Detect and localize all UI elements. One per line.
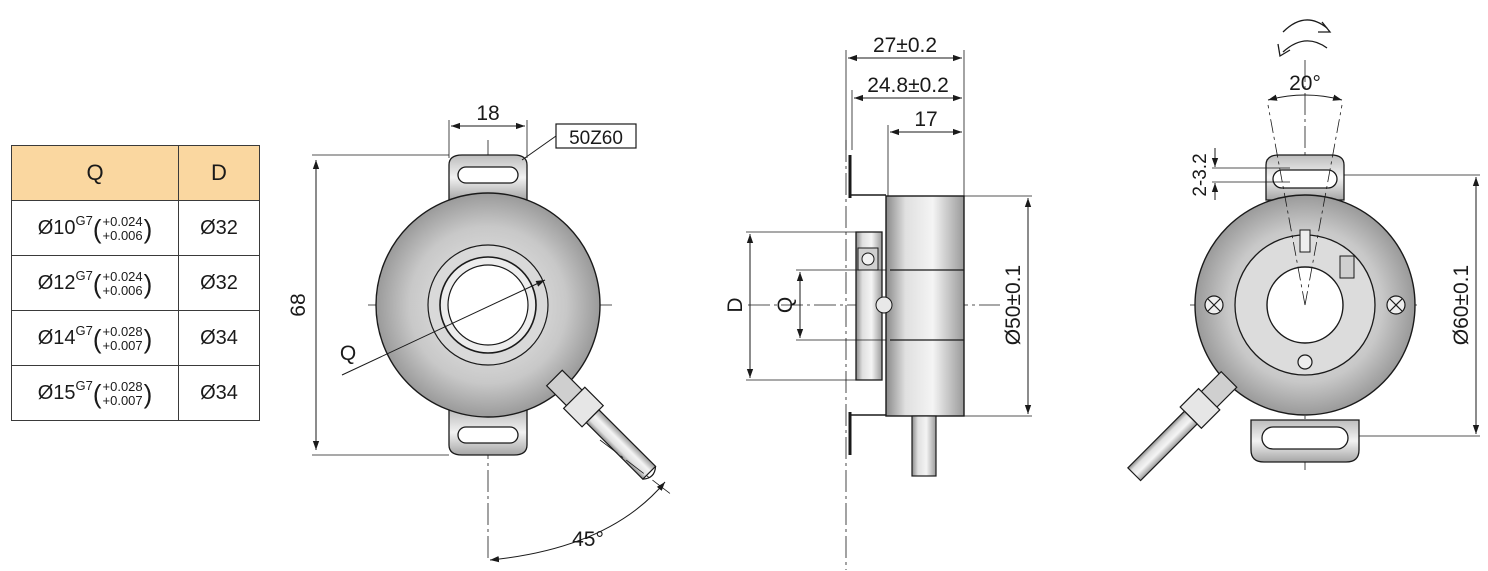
side-length-overall: 27±0.2 [873, 34, 937, 57]
q-tol-upper: +0.028 [102, 378, 143, 394]
q-tol-upper: +0.024 [102, 213, 143, 229]
q-tol-lower: +0.007 [102, 392, 143, 408]
front-model-tag: 50Z60 [569, 128, 623, 149]
q-tol-lower: +0.006 [102, 282, 143, 298]
side-diameter-body: Ø50±0.1 [1002, 265, 1025, 345]
front-slot-width: 18 [476, 102, 499, 125]
front-height: 68 [287, 293, 310, 316]
header-q: Q [11, 145, 179, 201]
rear-view-labels: 20° 2-3.2 Ø60±0.1 [1190, 72, 1473, 345]
rear-view [1127, 19, 1480, 482]
table-row: Ø10G7(+0.024+0.006) Ø32 [11, 200, 260, 256]
table-header-row: Q D [11, 145, 260, 201]
cell-d: Ø34 [178, 365, 260, 421]
q-fit: G7 [75, 378, 93, 394]
q-fit: G7 [75, 323, 93, 339]
q-tolerance: (+0.024+0.006) [92, 213, 153, 244]
cell-d: Ø34 [178, 310, 260, 366]
side-length-mid: 24.8±0.2 [867, 74, 949, 97]
side-label-q: Q [774, 297, 797, 313]
header-d: D [178, 145, 260, 201]
q-tolerance: (+0.024+0.006) [92, 268, 153, 299]
q-tol-upper: +0.024 [102, 268, 143, 284]
cell-d: Ø32 [178, 200, 260, 256]
rear-rotation-angle: 20° [1289, 72, 1321, 95]
side-length-body: 17 [914, 108, 937, 131]
q-tol-lower: +0.007 [102, 337, 143, 353]
front-bore-label: Q [340, 342, 356, 365]
q-diameter: Ø12 [37, 272, 76, 295]
rear-diameter-mount: Ø60±0.1 [1450, 265, 1473, 345]
front-view [312, 120, 673, 563]
q-tolerance: (+0.028+0.007) [92, 378, 153, 409]
cell-q: Ø15G7(+0.028+0.007) [11, 365, 179, 421]
front-view-labels: 18 50Z60 68 Q 45° [287, 102, 623, 551]
front-cable-angle: 45° [572, 528, 604, 551]
q-fit: G7 [75, 268, 93, 284]
q-tol-upper: +0.028 [102, 323, 143, 339]
q-tol-lower: +0.006 [102, 227, 143, 243]
q-diameter: Ø15 [37, 382, 76, 405]
cell-q: Ø12G7(+0.024+0.006) [11, 255, 179, 311]
q-diameter: Ø14 [37, 327, 76, 350]
rear-slot-size: 2-3.2 [1190, 153, 1211, 196]
table-row: Ø14G7(+0.028+0.007)Ø34 [11, 310, 260, 366]
table-row: Ø15G7(+0.028+0.007)Ø34 [11, 365, 260, 421]
side-view [746, 50, 1032, 570]
cell-q: Ø14G7(+0.028+0.007) [11, 310, 179, 366]
side-view-labels: 27±0.2 24.8±0.2 17 D Q Ø50±0.1 [724, 34, 1025, 345]
q-tolerance: (+0.028+0.007) [92, 323, 153, 354]
q-diameter: Ø10 [37, 217, 76, 240]
q-fit: G7 [75, 213, 93, 229]
side-label-d: D [724, 297, 747, 312]
